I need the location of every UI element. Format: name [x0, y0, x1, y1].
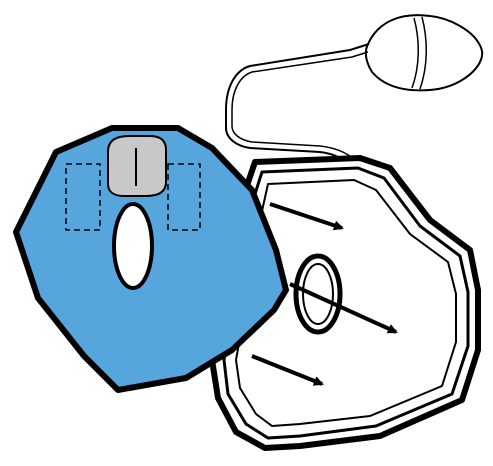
arrow-icon	[251, 354, 324, 386]
inflation-bulb-icon	[364, 14, 484, 92]
dashed-slot-right	[167, 163, 201, 231]
blue-panel	[13, 125, 289, 393]
panel-opening	[112, 202, 154, 290]
air-tube	[225, 43, 370, 171]
arrow-icon	[269, 202, 344, 231]
arrow-icon	[289, 282, 398, 334]
